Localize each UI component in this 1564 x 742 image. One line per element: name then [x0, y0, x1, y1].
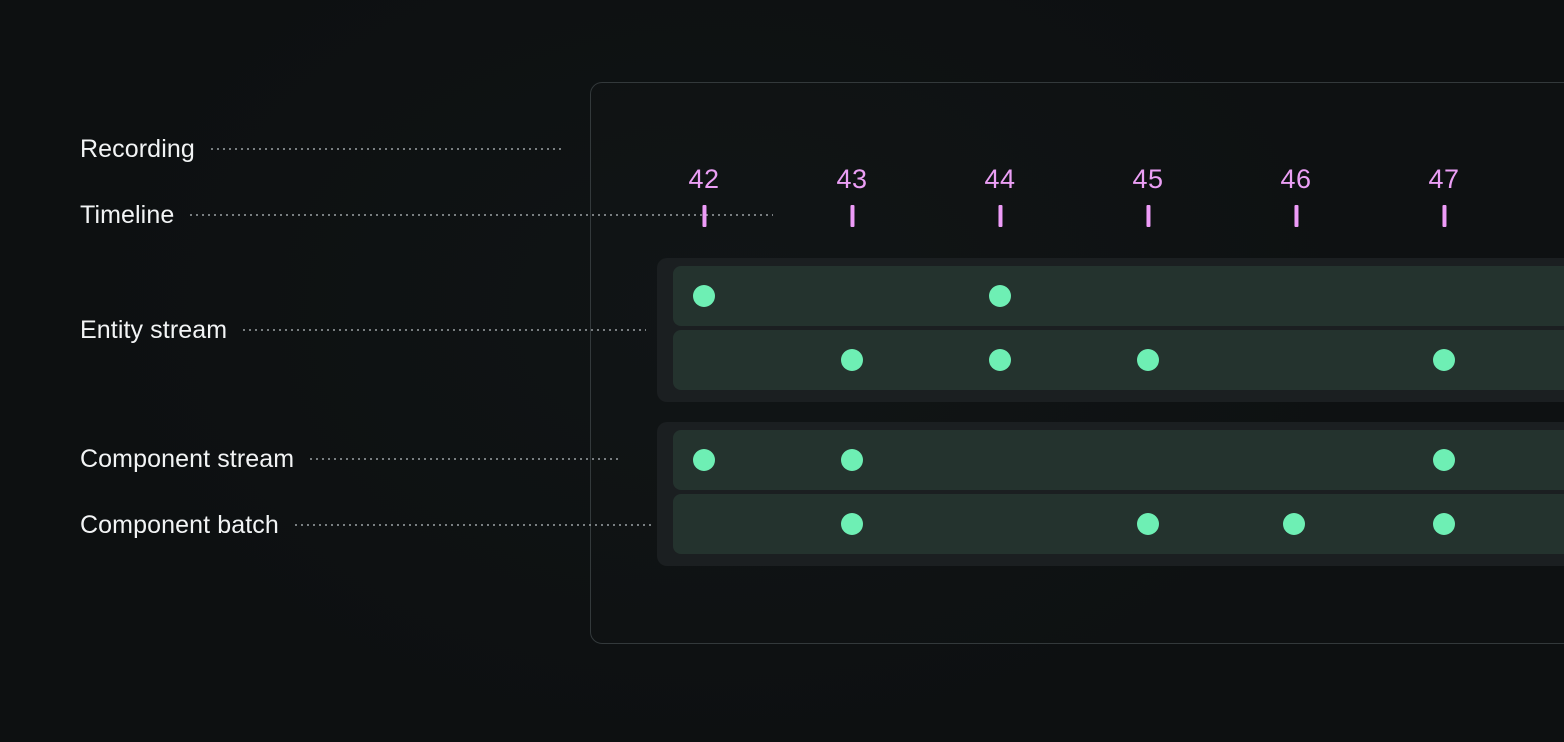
leader-line	[241, 329, 647, 331]
stream-group-entity-stream	[657, 258, 1564, 402]
annotation-label: Recording	[80, 135, 195, 163]
track-entity-track-1[interactable]	[673, 266, 1564, 326]
event-dot[interactable]	[1433, 513, 1455, 535]
annotation-recording: Recording	[80, 134, 564, 164]
event-dot[interactable]	[693, 449, 715, 471]
event-dot[interactable]	[1433, 449, 1455, 471]
event-dot[interactable]	[841, 513, 863, 535]
annotation-label: Component stream	[80, 445, 295, 473]
event-dot[interactable]	[1137, 513, 1159, 535]
annotation-label: Entity stream	[80, 316, 228, 344]
annotation-label: Component batch	[80, 511, 279, 539]
track-entity-track-2[interactable]	[673, 330, 1564, 390]
event-dot[interactable]	[989, 349, 1011, 371]
leader-line	[208, 148, 564, 150]
event-dot[interactable]	[1137, 349, 1159, 371]
annotation-component-batch: Component batch	[80, 510, 653, 540]
event-dot[interactable]	[841, 449, 863, 471]
stream-group-component-stream	[657, 422, 1564, 566]
annotation-timeline: Timeline	[80, 200, 774, 230]
track-component-stream-track[interactable]	[673, 430, 1564, 490]
leader-line	[308, 458, 619, 460]
recording-panel	[590, 82, 1564, 644]
annotation-component-stream: Component stream	[80, 444, 619, 474]
event-dot[interactable]	[1283, 513, 1305, 535]
track-component-batch-track[interactable]	[673, 494, 1564, 554]
event-dot[interactable]	[1433, 349, 1455, 371]
annotation-entity-stream: Entity stream	[80, 315, 647, 345]
leader-line	[188, 214, 774, 216]
event-dot[interactable]	[841, 349, 863, 371]
leader-line	[292, 524, 653, 526]
event-dot[interactable]	[693, 285, 715, 307]
annotation-label: Timeline	[80, 201, 175, 229]
event-dot[interactable]	[989, 285, 1011, 307]
